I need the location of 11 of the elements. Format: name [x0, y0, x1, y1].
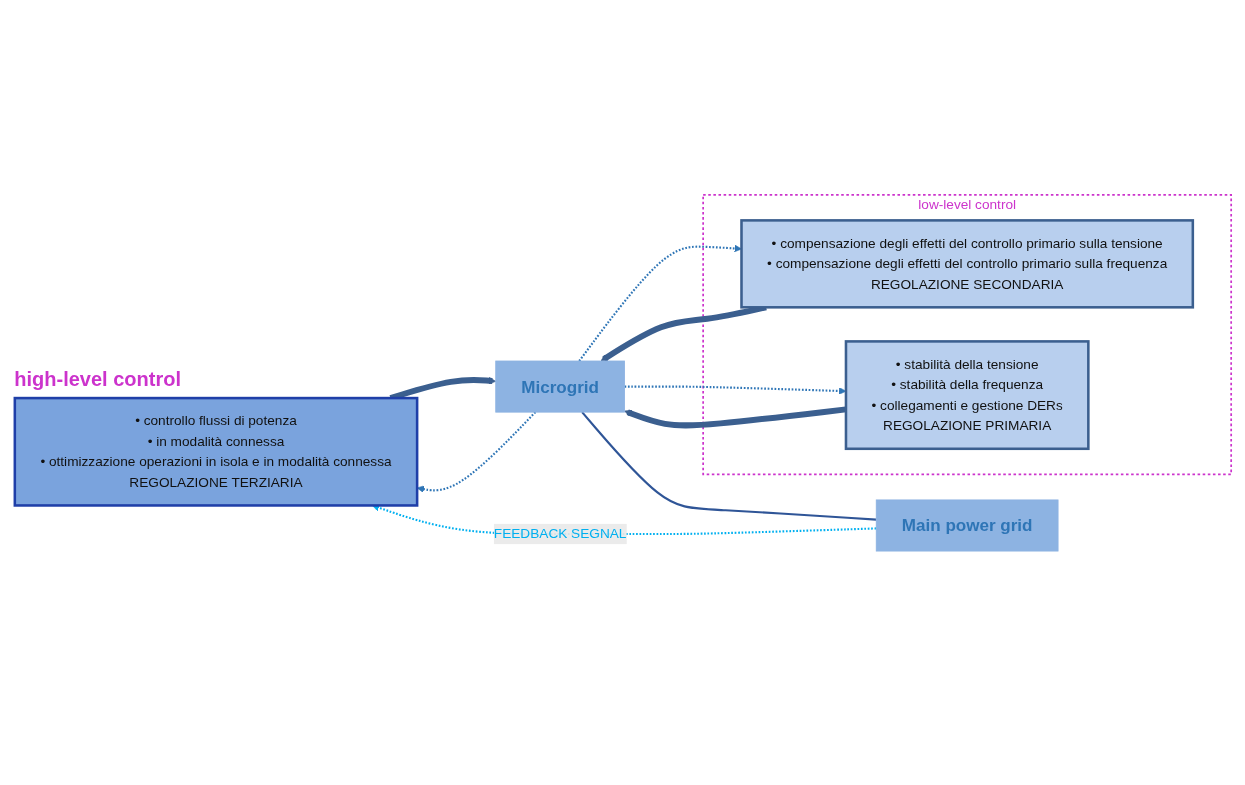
connector — [580, 411, 876, 521]
node-box: • stabilità della tensione • stabilità della frequenza • collegamenti e gestione DERs REGOLAZIONE PRIMARIA — [844, 339, 1090, 450]
arrow — [577, 244, 742, 362]
arrow — [623, 405, 846, 429]
arrow — [624, 385, 846, 395]
node-box: Microgrid — [494, 360, 625, 413]
node-box: • compensazione degli effetti del controllo primario sulla tensione • compensazione degli effetti del controllo primario sulla frequenza REGOLAZIONE SECONDARIA — [739, 218, 1194, 309]
arrow — [416, 410, 536, 493]
node-box: • controllo flussi di potenza • in modalità connessa • ottimizzazione operazioni in isola e in modalità connessa REGOLAZIONE TERZIARIA — [13, 396, 418, 507]
node-box: Main power grid — [875, 499, 1058, 552]
edge-label: FEEDBACK SEGNAL — [493, 525, 626, 541]
